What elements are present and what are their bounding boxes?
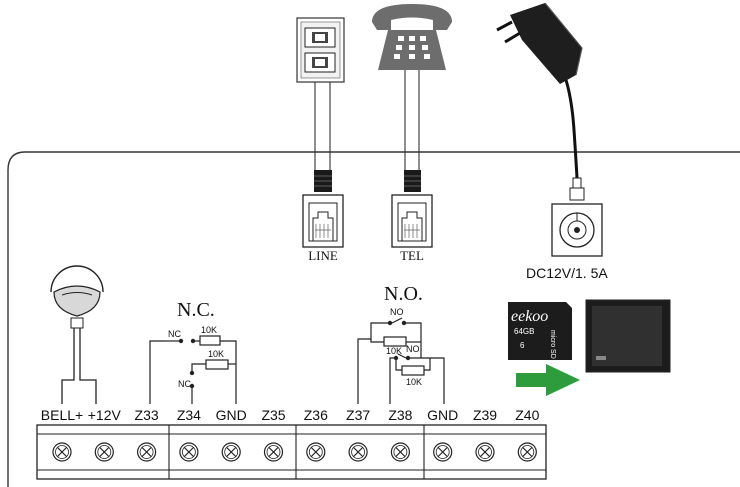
insert-arrow <box>516 364 580 396</box>
sd-brand: eekoo <box>511 308 548 325</box>
bell-wires <box>61 328 97 404</box>
terminal-screw[interactable] <box>263 442 284 462</box>
no-contact-1: NO <box>390 307 404 317</box>
terminal-screw[interactable] <box>306 442 326 462</box>
terminal-dividers <box>168 425 425 479</box>
terminal-screw[interactable] <box>517 442 537 462</box>
nc-contact-2: NC <box>178 379 191 389</box>
terminal-screw[interactable] <box>390 442 410 462</box>
no-title: N.O. <box>384 283 423 305</box>
terminal-screw[interactable] <box>94 442 114 462</box>
line-cable <box>314 82 331 170</box>
terminal-screw[interactable] <box>221 442 241 462</box>
nc-contact-1: NC <box>168 329 181 339</box>
tel-port <box>391 194 433 248</box>
sd-capacity: 64GB <box>514 327 534 336</box>
sd-logo: micro SD HC <box>549 330 556 371</box>
terminal-screw[interactable] <box>348 442 368 462</box>
power-adapter-icon <box>496 2 583 179</box>
terminal-labels: BELL+ +12V Z33 Z34 GND Z35 Z36 Z37 Z38 GND Z39 Z40 <box>41 407 540 423</box>
terminal-block <box>36 424 547 480</box>
line-plug <box>314 170 332 192</box>
terminal-label: Z37 <box>346 407 370 423</box>
terminal-screw[interactable] <box>137 442 157 462</box>
nc-circuit <box>149 335 237 404</box>
no-circuit <box>357 317 445 404</box>
terminal-label: Z40 <box>515 407 539 423</box>
card-slot <box>585 299 671 373</box>
line-label: LINE <box>308 248 338 263</box>
no-resistor-1: 10K <box>386 346 402 356</box>
tel-cable <box>404 70 420 170</box>
terminal-label: Z34 <box>177 407 201 423</box>
terminal-label: Z38 <box>388 407 412 423</box>
terminal-screw[interactable] <box>475 442 495 462</box>
terminal-screw[interactable] <box>179 442 199 462</box>
terminal-screw[interactable] <box>52 442 72 462</box>
panel-outline <box>7 151 740 487</box>
sd-class: 6 <box>520 341 525 350</box>
dc-plug <box>569 177 585 201</box>
terminal-label: +12V <box>88 407 122 423</box>
micro-sd-card: eekoo 64GB 6 micro SD HC <box>508 302 572 371</box>
telephone-icon <box>372 4 452 70</box>
no-resistor-2: 10K <box>406 377 422 387</box>
dc-jack <box>551 203 603 257</box>
tel-label: TEL <box>400 248 424 263</box>
terminal-label: Z39 <box>473 407 497 423</box>
wall-phone-socket <box>296 17 345 83</box>
nc-resistor-1: 10K <box>201 325 217 335</box>
terminal-screw[interactable] <box>433 442 453 462</box>
line-port <box>302 194 344 248</box>
terminal-label: Z36 <box>304 407 328 423</box>
terminal-label: GND <box>216 407 247 423</box>
terminal-label: GND <box>427 407 458 423</box>
terminal-label: BELL+ <box>41 407 83 423</box>
nc-resistor-2: 10K <box>208 349 224 359</box>
power-label: DC12V/1. 5A <box>526 265 608 281</box>
nc-title: N.C. <box>177 299 215 321</box>
bell-icon <box>50 265 104 329</box>
no-contact-2: NO <box>406 344 420 354</box>
tel-plug <box>404 170 421 192</box>
terminal-label: Z33 <box>135 407 159 423</box>
terminal-label: Z35 <box>261 407 285 423</box>
terminal-screws <box>52 442 537 462</box>
